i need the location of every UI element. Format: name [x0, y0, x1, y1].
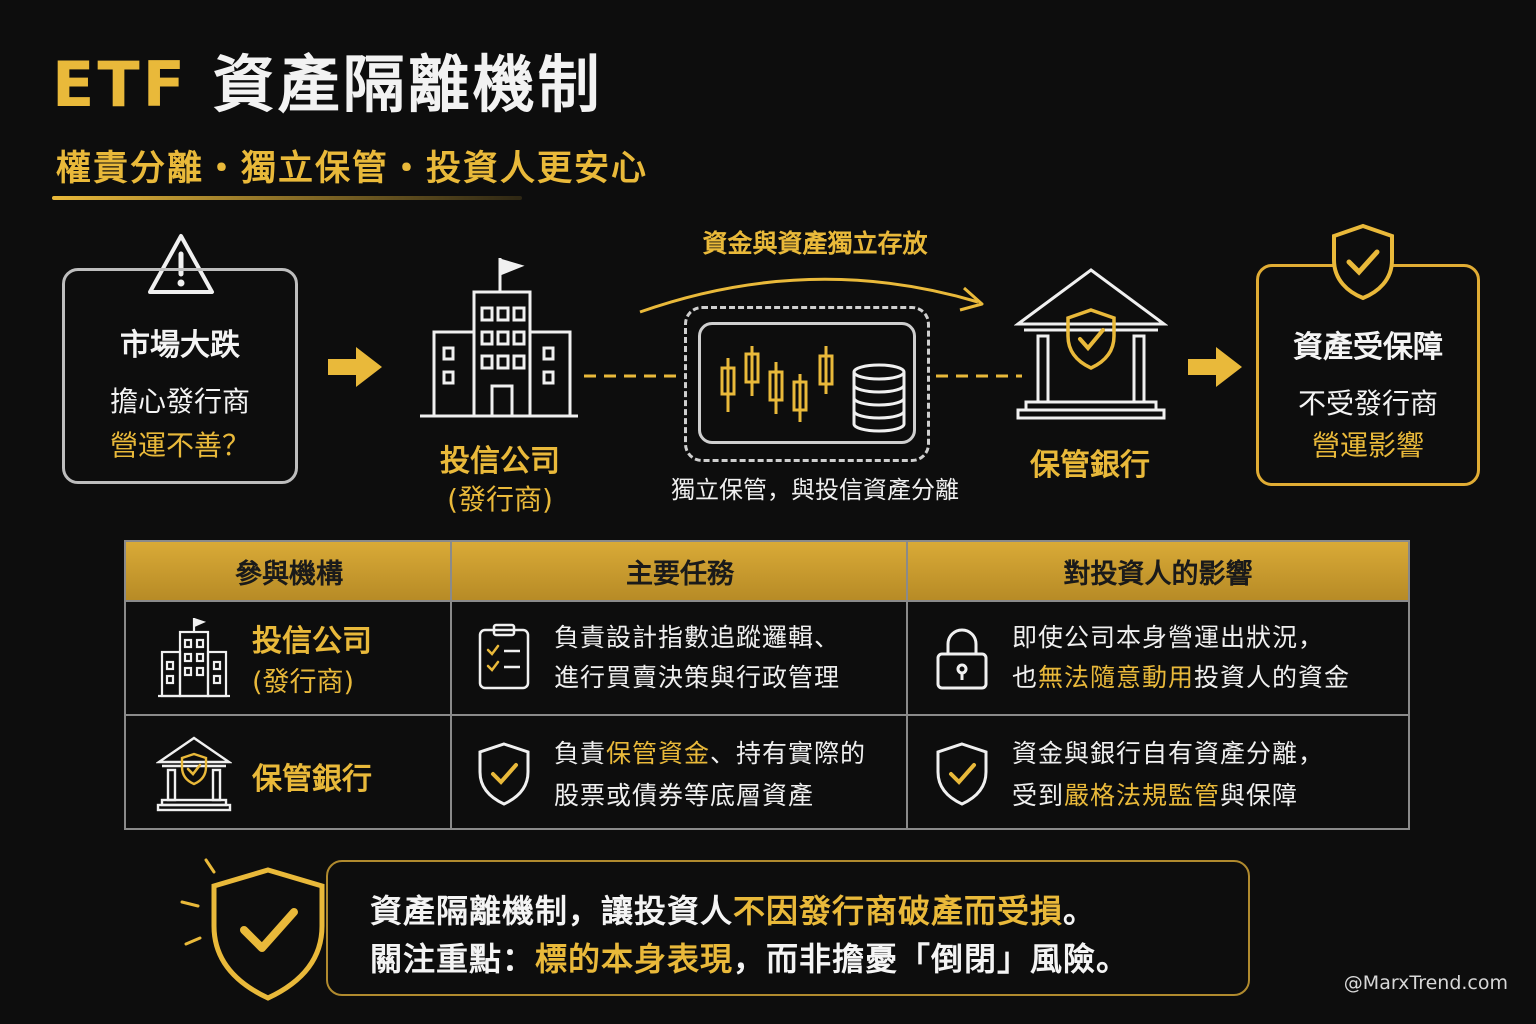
- watermark-text: @MarxTrend.com: [1343, 972, 1508, 994]
- dashed-connector-right: [936, 374, 1022, 378]
- issuer-label: 投信公司: [440, 444, 560, 479]
- summary-line1: 資產隔離機制，讓投資人不因發行商破產而受損。: [370, 892, 1097, 930]
- result-line1: 不受發行商: [1297, 387, 1438, 420]
- table-divider: [126, 714, 1408, 716]
- page-title: ETF 資產隔離機制: [52, 34, 603, 124]
- office-building-icon: [420, 258, 578, 418]
- task-line1: 負責設計指數追蹤邏輯、: [554, 623, 841, 652]
- vault-inner-frame: [698, 322, 916, 444]
- shield-check-icon: [1332, 223, 1394, 301]
- impact-line2: 受到嚴格法規監管與保障: [1012, 781, 1299, 810]
- database-coins-icon: [852, 363, 906, 433]
- result-title: 資產受保障: [1293, 330, 1443, 365]
- shield-check-icon: [936, 742, 988, 806]
- task-line2: 股票或債券等底層資產: [554, 781, 815, 810]
- dashed-connector-left: [584, 374, 680, 378]
- roles-table: 參與機構 主要任務 對投資人的影響 投信公司 (發行商): [124, 540, 1410, 830]
- shield-check-icon: [180, 858, 325, 1001]
- org-sub: (發行商): [252, 667, 355, 698]
- shield-check-icon: [478, 742, 530, 806]
- impact-line2: 也無法隨意動用投資人的資金: [1012, 663, 1351, 692]
- risk-line2: 營運不善？: [109, 429, 250, 462]
- impact-line1: 資金與銀行自有資產分離，: [1012, 739, 1325, 768]
- arc-label: 資金與資產獨立存放: [702, 229, 928, 258]
- page-subtitle: 權責分離・獨立保管・投資人更安心: [56, 149, 649, 189]
- curved-arrow-icon: [639, 277, 984, 314]
- table-divider: [906, 542, 908, 828]
- risk-box: [62, 268, 298, 484]
- table-header-impact: 對投資人的影響: [908, 542, 1408, 600]
- org-name: 保管銀行: [252, 762, 372, 797]
- risk-line1: 擔心發行商: [109, 385, 250, 418]
- table-divider: [450, 542, 452, 828]
- table-header-task: 主要任務: [452, 542, 908, 600]
- custodian-bank-icon: [1014, 268, 1168, 420]
- clipboard-checklist-icon: [478, 623, 530, 690]
- task-line2: 進行買賣決策與行政管理: [554, 663, 841, 692]
- title-underline: [52, 196, 522, 200]
- risk-title: 市場大跌: [120, 328, 240, 363]
- table-header-org: 參與機構: [126, 542, 452, 600]
- org-name: 投信公司: [252, 624, 372, 659]
- vault-outer-frame: [684, 306, 930, 462]
- summary-callout: 資產隔離機制，讓投資人不因發行商破產而受損。 關注重點：標的本身表現，而非擔憂「…: [326, 860, 1250, 996]
- title-prefix: ETF: [52, 48, 188, 121]
- summary-line2: 關注重點：標的本身表現，而非擔憂「倒閉」風險。: [370, 940, 1130, 978]
- office-building-icon: [158, 617, 230, 698]
- arrow-right-icon: [1188, 347, 1242, 387]
- table-divider: [126, 600, 1408, 602]
- result-line2: 營運影響: [1311, 429, 1424, 462]
- issuer-sub: (發行商): [447, 483, 553, 516]
- custodian-label: 保管銀行: [1030, 448, 1150, 483]
- vault-caption: 獨立保管，與投信資產分離: [671, 476, 959, 504]
- table-row: 投信公司 (發行商) 負責設計指數追蹤邏輯、 進行買賣決策與行政管理 即使公司本…: [126, 602, 1408, 714]
- arrow-right-icon: [328, 347, 382, 387]
- lock-icon: [936, 628, 988, 690]
- table-row: 保管銀行 負責保管資金、持有實際的 股票或債券等底層資產 資金與銀行自有資產分離…: [126, 716, 1408, 828]
- custodian-bank-icon: [156, 736, 232, 812]
- title-rest: 資產隔離機制: [212, 48, 603, 121]
- impact-line1: 即使公司本身營運出狀況，: [1012, 623, 1325, 652]
- candlestick-chart-icon: [720, 346, 834, 422]
- summary-frame: [326, 860, 1250, 996]
- task-line1: 負責保管資金、持有實際的: [554, 739, 867, 768]
